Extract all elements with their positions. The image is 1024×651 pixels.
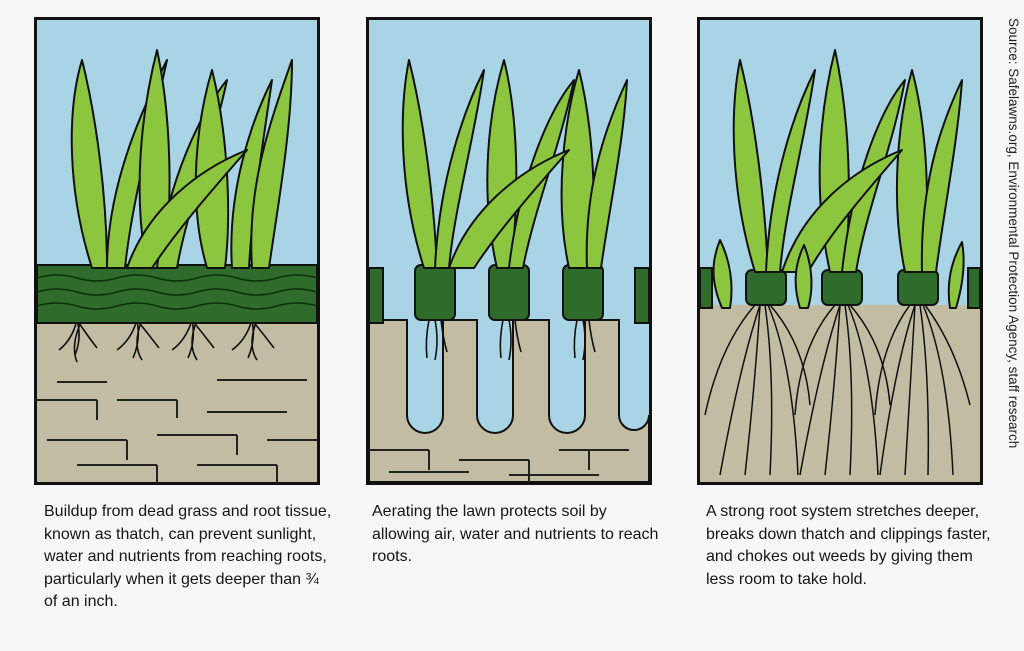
caption-strong-roots: A strong root system stretches deeper, b… [706,503,991,588]
caption-aerated-lawn: Aerating the lawn protects soil by allow… [372,503,659,565]
deep-roots [704,304,971,476]
thatch-bundles [745,269,939,306]
thatch-buildup-illustration [37,20,317,482]
grass-blades [712,49,965,309]
source-credit: Source: Safelawns.org, Environmental Pro… [1006,18,1021,449]
aerated-lawn-illustration [369,20,649,482]
panel-strong-roots [697,17,983,485]
grass-blades [70,49,293,269]
thatch-bundles [414,264,604,321]
panel-aerated-lawn [366,17,652,485]
thatch-layer [37,264,317,324]
roots [425,319,596,361]
grass-blades [401,59,628,269]
caption-thatch-buildup: Buildup from dead grass and root tissue,… [44,503,332,610]
strong-roots-illustration [700,20,980,482]
shallow-roots [58,319,275,363]
panel-thatch-buildup [34,17,320,485]
